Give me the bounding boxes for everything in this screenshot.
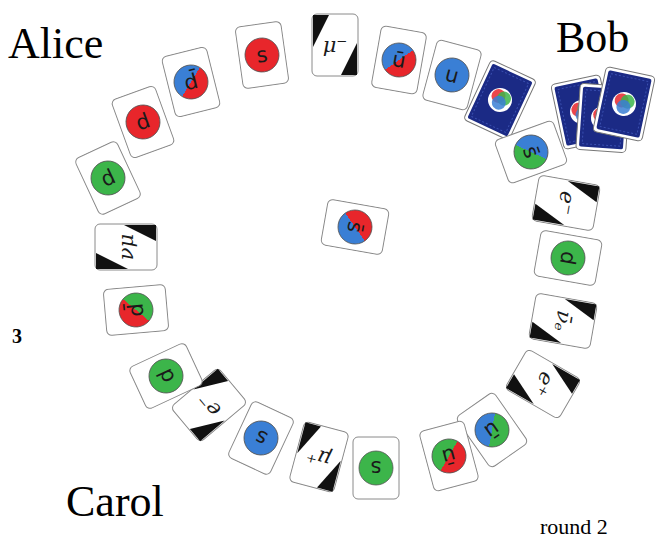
quark-symbol: s — [352, 456, 400, 480]
quark-card: s — [234, 20, 290, 90]
lepton-card: μ⁺ — [288, 420, 351, 494]
card-face — [353, 437, 399, 499]
card-face — [320, 199, 389, 255]
card-face — [528, 293, 597, 349]
quark-card: d̄ — [160, 45, 222, 119]
player-name: Alice — [8, 18, 103, 69]
card-face — [531, 175, 600, 231]
card-face — [371, 25, 427, 94]
lepton-symbol: νμ — [114, 223, 138, 271]
card-face — [494, 120, 568, 184]
card-face — [312, 14, 358, 76]
lepton-card: e⁺ — [503, 347, 582, 421]
card-face — [161, 46, 221, 117]
card-face — [103, 284, 169, 335]
lepton-card: ν̄ₑ — [527, 292, 598, 350]
quark-symbol: d̄ — [122, 285, 150, 335]
card-face — [419, 420, 479, 492]
card-face — [111, 85, 175, 159]
quark-card: d̄ — [102, 283, 170, 336]
card-face — [235, 21, 289, 89]
card-face — [505, 349, 582, 420]
player-name: Bob — [556, 12, 629, 63]
quark-card: ū — [370, 24, 428, 95]
lepton-symbol: μ⁻ — [311, 33, 359, 57]
player-name: Carol — [66, 476, 164, 527]
card-face — [533, 230, 602, 286]
card-face — [422, 39, 482, 111]
quark-card: s̄ — [319, 198, 390, 256]
lepton-card: μ⁻ — [311, 13, 359, 77]
card-face — [95, 224, 157, 270]
card-face — [128, 342, 204, 410]
card-face — [289, 421, 349, 493]
lepton-card: νμ — [94, 223, 158, 271]
score-number: 3 — [12, 325, 22, 348]
round-label: round 2 — [540, 514, 608, 540]
lepton-card: e⁻ — [530, 174, 601, 232]
quark-card: d — [532, 229, 603, 287]
card-back — [593, 67, 656, 142]
quark-card: s — [352, 436, 400, 500]
